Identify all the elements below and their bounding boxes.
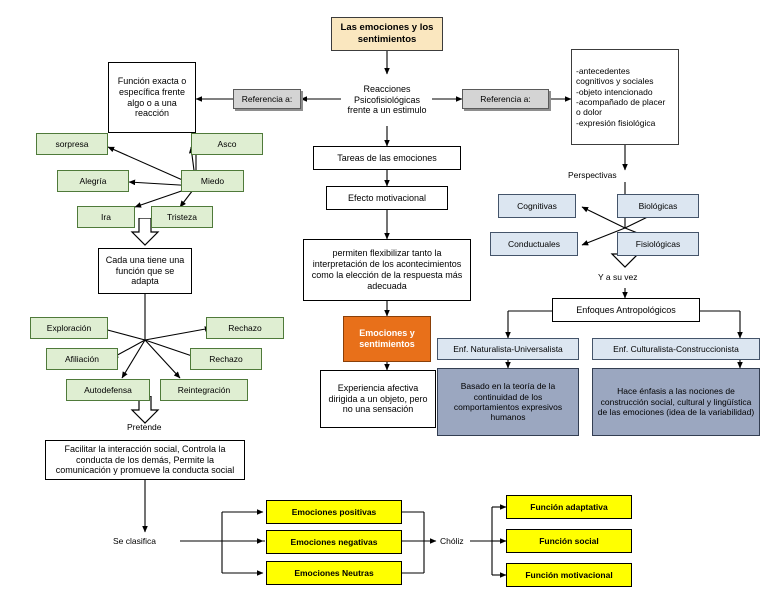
antecedentes-line-2: cognitivos y sociales	[576, 76, 654, 87]
node-facilitar-interaccion[interactable]: Facilitar la interacción social, Control…	[45, 440, 245, 480]
node-function-rechazo-2-label: Rechazo	[209, 353, 243, 364]
antecedentes-line-3: -objeto intencionado	[576, 86, 653, 97]
node-emotion-asco-label: Asco	[217, 138, 237, 149]
node-emociones-negativas[interactable]: Emociones negativas	[266, 530, 402, 554]
node-emotion-ira[interactable]: Ira	[77, 206, 135, 228]
node-emociones-negativas-label: Emociones negativas	[290, 536, 378, 547]
node-perspective-cognitivas[interactable]: Cognitivas	[498, 194, 576, 218]
antecedentes-line-1: -antecedentes	[576, 65, 630, 76]
node-function-exploracion[interactable]: Exploración	[30, 317, 108, 339]
node-cada-una-tiene[interactable]: Cada una tiene una función que se adapta	[98, 248, 192, 294]
node-emotion-alegria[interactable]: Alegría	[57, 170, 129, 192]
node-emociones-sentimientos-label: Emociones y sentimientos	[359, 328, 415, 349]
node-enf-naturalista[interactable]: Enf. Naturalista-Universalista	[437, 338, 579, 360]
node-function-afiliacion-label: Afiliación	[64, 353, 100, 364]
antecedentes-line-6: -expresión fisiológica	[576, 117, 656, 128]
node-reacciones-label: Reacciones Psicofisiológicas frente a un…	[347, 83, 427, 116]
node-emociones-positivas-label: Emociones positivas	[291, 506, 377, 517]
connector-label-pretende: Pretende	[127, 422, 162, 432]
node-title-box[interactable]: Las emociones y los sentimientos	[331, 17, 443, 51]
node-funcion-social-label: Función social	[539, 535, 599, 546]
node-perspective-cognitivas-label: Cognitivas	[517, 200, 557, 211]
node-antecedentes-label: -antecedentes cognitivos y sociales -obj…	[576, 66, 674, 128]
node-perspective-conductuales[interactable]: Conductuales	[490, 232, 578, 256]
node-tareas[interactable]: Tareas de las emociones	[313, 146, 461, 170]
block-arrow-pretende	[130, 396, 160, 424]
node-emotion-tristeza[interactable]: Tristeza	[151, 206, 213, 228]
node-permiten-flexibilizar-label: permiten flexibilizar tanto la interpret…	[311, 248, 463, 291]
node-function-rechazo-2[interactable]: Rechazo	[190, 348, 262, 370]
node-perspective-fisiologicas[interactable]: Fisiológicas	[617, 232, 699, 256]
node-emotion-alegria-label: Alegría	[79, 175, 107, 186]
node-enfoques-antropologicos-label: Enfoques Antropológicos	[576, 304, 676, 315]
node-permiten-flexibilizar[interactable]: permiten flexibilizar tanto la interpret…	[303, 239, 471, 301]
node-tareas-label: Tareas de las emociones	[337, 152, 437, 163]
node-experiencia-afectiva-label: Experiencia afectiva dirigida a un objet…	[328, 382, 428, 415]
node-referencia-izquierda[interactable]: Referencia a:	[233, 89, 301, 109]
node-referencia-derecha-label: Referencia a:	[480, 93, 531, 104]
node-emociones-neutras-label: Emociones Neutras	[294, 567, 374, 578]
node-function-autodefensa[interactable]: Autodefensa	[66, 379, 150, 401]
node-emotion-tristeza-label: Tristeza	[167, 211, 197, 222]
connector-label-y-a-su-vez: Y a su vez	[598, 272, 638, 282]
node-funcion-adaptativa-label: Función adaptativa	[530, 501, 608, 512]
node-function-reintegracion-label: Reintegración	[177, 384, 231, 395]
node-title-label: Las emociones y los sentimientos	[340, 22, 434, 45]
node-emociones-positivas[interactable]: Emociones positivas	[266, 500, 402, 524]
node-funcion-motivacional-label: Función motivacional	[525, 569, 613, 580]
node-function-rechazo-1[interactable]: Rechazo	[206, 317, 284, 339]
node-culturalista-descripcion-label: Hace énfasis a las nociones de construcc…	[597, 386, 755, 418]
node-emotion-asco[interactable]: Asco	[191, 133, 263, 155]
node-function-afiliacion[interactable]: Afiliación	[46, 348, 118, 370]
connector-label-se-clasifica: Se clasifica	[113, 536, 156, 546]
node-emotion-miedo-label: Miedo	[200, 175, 225, 186]
node-enf-culturalista-label: Enf. Culturalista-Construccionista	[613, 343, 739, 354]
node-antecedentes[interactable]: -antecedentes cognitivos y sociales -obj…	[571, 49, 679, 145]
node-efecto-motivacional[interactable]: Efecto motivacional	[326, 186, 448, 210]
node-referencia-izquierda-label: Referencia a:	[241, 93, 293, 104]
node-emotion-sorpresa-label: sorpresa	[55, 138, 89, 149]
node-function-rechazo-1-label: Rechazo	[228, 322, 262, 333]
node-funcion-motivacional[interactable]: Función motivacional	[506, 563, 632, 587]
node-funcion-exacta[interactable]: Función exacta o específica frente algo …	[108, 62, 196, 133]
node-enfoques-antropologicos[interactable]: Enfoques Antropológicos	[552, 298, 700, 322]
node-cada-una-tiene-label: Cada una tiene una función que se adapta	[105, 254, 185, 287]
node-emotion-miedo[interactable]: Miedo	[181, 170, 244, 192]
node-function-exploracion-label: Exploración	[46, 322, 92, 333]
node-emociones-sentimientos[interactable]: Emociones y sentimientos	[343, 316, 431, 362]
node-function-autodefensa-label: Autodefensa	[84, 384, 132, 395]
node-reacciones[interactable]: Reacciones Psicofisiológicas frente a un…	[339, 74, 435, 126]
node-referencia-derecha[interactable]: Referencia a:	[462, 89, 549, 109]
node-naturalista-descripcion[interactable]: Basado en la teoría de la continuidad de…	[437, 368, 579, 436]
connector-label-choliz: Chóliz	[440, 536, 464, 546]
node-emotion-sorpresa[interactable]: sorpresa	[36, 133, 108, 155]
node-emociones-neutras[interactable]: Emociones Neutras	[266, 561, 402, 585]
node-enf-culturalista[interactable]: Enf. Culturalista-Construccionista	[592, 338, 760, 360]
node-perspective-conductuales-label: Conductuales	[508, 238, 560, 249]
node-experiencia-afectiva[interactable]: Experiencia afectiva dirigida a un objet…	[320, 370, 436, 428]
perspectives-heading: Perspectivas	[568, 170, 617, 180]
node-funcion-exacta-label: Función exacta o específica frente algo …	[117, 75, 187, 119]
node-emotion-ira-label: Ira	[101, 211, 111, 222]
node-culturalista-descripcion[interactable]: Hace énfasis a las nociones de construcc…	[592, 368, 760, 436]
node-enf-naturalista-label: Enf. Naturalista-Universalista	[453, 343, 563, 354]
node-perspective-biologicas[interactable]: Biológicas	[617, 194, 699, 218]
node-efecto-motivacional-label: Efecto motivacional	[347, 192, 427, 203]
antecedentes-line-4: -acompañado de placer	[576, 97, 666, 107]
node-function-reintegracion[interactable]: Reintegración	[160, 379, 248, 401]
node-perspective-biologicas-label: Biológicas	[638, 200, 678, 211]
node-facilitar-interaccion-label: Facilitar la interacción social, Control…	[55, 443, 235, 476]
node-perspective-fisiologicas-label: Fisiológicas	[635, 238, 681, 249]
node-funcion-social[interactable]: Función social	[506, 529, 632, 553]
node-naturalista-descripcion-label: Basado en la teoría de la continuidad de…	[453, 381, 563, 423]
antecedentes-line-5: o dolor	[576, 107, 602, 118]
node-funcion-adaptativa[interactable]: Función adaptativa	[506, 495, 632, 519]
